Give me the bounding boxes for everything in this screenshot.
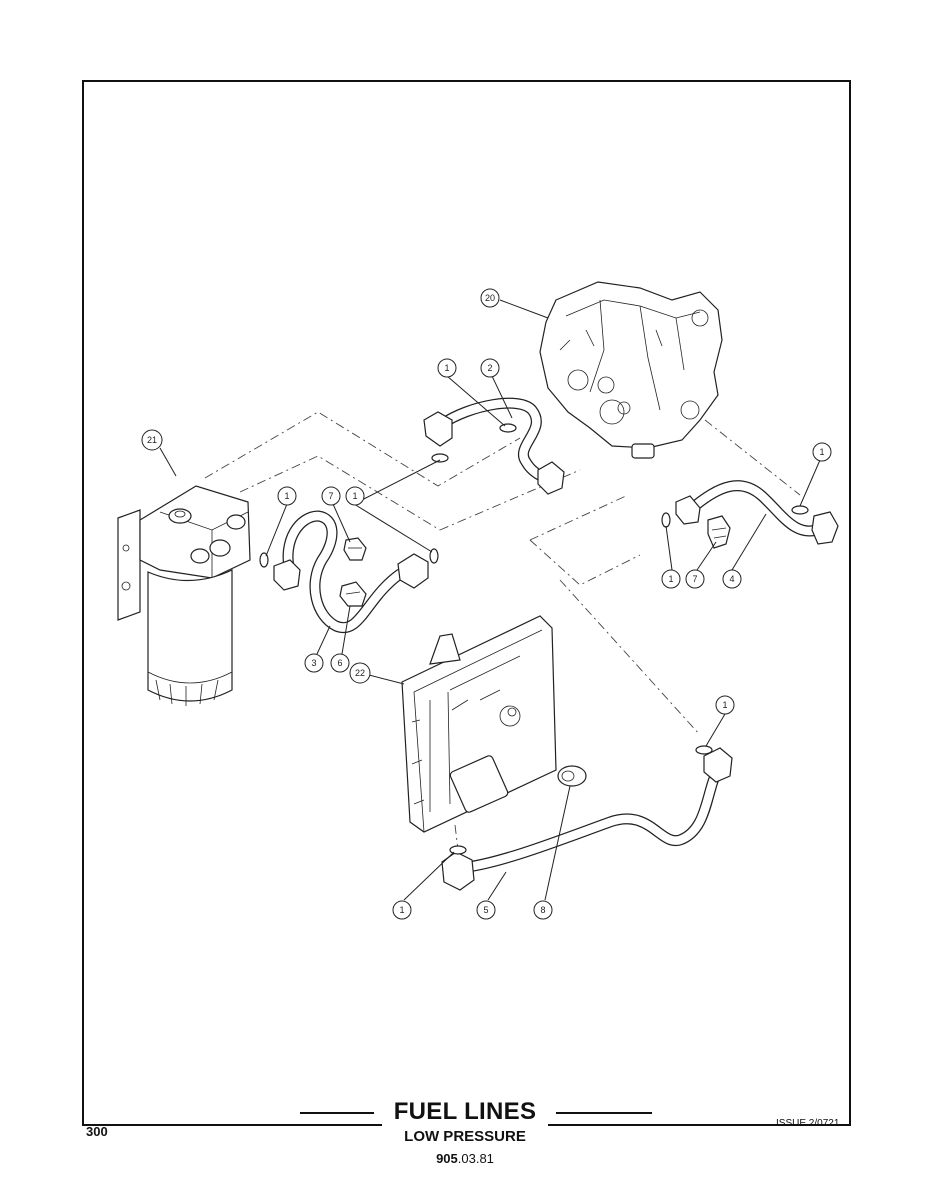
svg-text:21: 21 [147,435,157,445]
hose-part-2 [423,397,565,495]
ecu-part-22 [401,615,557,833]
callout-7-b: 7 [685,569,705,589]
leader-lines [159,299,821,901]
section-reference: 905.03.81 [400,1151,530,1166]
page-number: 300 [86,1124,108,1139]
callout-1-f: 1 [715,695,735,715]
svg-text:3: 3 [311,658,316,668]
svg-text:1: 1 [399,905,404,915]
svg-text:1: 1 [668,574,673,584]
svg-text:1: 1 [819,447,824,457]
svg-text:7: 7 [328,491,333,501]
svg-text:1: 1 [722,700,727,710]
callout-6: 6 [330,653,350,673]
svg-text:1: 1 [444,363,449,373]
callout-1-b: 1 [277,486,297,506]
callout-20: 20 [480,288,500,308]
callout-1-c: 1 [345,486,365,506]
hose-part-5 [441,747,733,891]
callout-7-a: 7 [321,486,341,506]
svg-text:5: 5 [483,905,488,915]
assembly-dash-lines [204,411,801,851]
issue-label: ISSUE 2/0721 [776,1118,840,1129]
svg-text:1: 1 [284,491,289,501]
callout-5: 5 [476,900,496,920]
o-rings-part-1 [259,423,809,855]
callout-1-g: 1 [392,900,412,920]
callout-21: 21 [141,429,163,451]
page-subtitle: LOW PRESSURE [404,1128,526,1145]
callout-1-e: 1 [661,569,681,589]
clip-part-7-left [343,537,367,561]
callout-1-a: 1 [437,358,457,378]
svg-text:22: 22 [355,668,365,678]
svg-text:4: 4 [729,574,734,584]
clip-part-6 [339,581,367,607]
section-reference-rest: .03.81 [457,1151,494,1166]
hose-part-3 [273,510,429,634]
callout-8: 8 [533,900,553,920]
filter-head-part-21 [117,485,251,706]
page-title: FUEL LINES [382,1098,548,1126]
svg-text:1: 1 [352,491,357,501]
section-reference-bold: 905 [436,1151,458,1166]
clip-part-7-right [707,515,731,549]
callout-4: 4 [722,569,742,589]
plug-part-8 [557,765,587,787]
svg-text:6: 6 [337,658,342,668]
pump-part-20 [539,281,723,459]
svg-text:20: 20 [485,293,495,303]
hose-part-4 [675,480,839,545]
title-rule-right [556,1112,652,1114]
callout-2: 2 [480,358,500,378]
svg-text:8: 8 [540,905,545,915]
svg-text:2: 2 [487,363,492,373]
callout-1-d: 1 [812,442,832,462]
callout-3: 3 [304,653,324,673]
callout-22: 22 [349,662,371,684]
title-rule-left [300,1112,374,1114]
svg-text:7: 7 [692,574,697,584]
